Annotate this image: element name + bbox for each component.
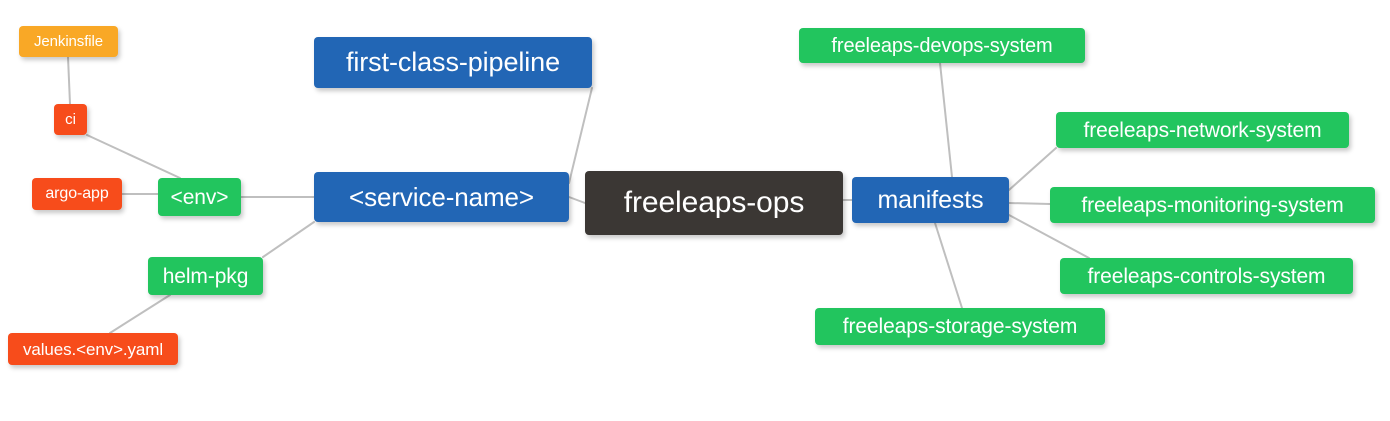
mindmap-edge [262, 221, 315, 258]
mindmap-node-freeleaps-monitoring-system[interactable]: freeleaps-monitoring-system [1050, 187, 1375, 223]
mindmap-node-freeleaps-devops-system[interactable]: freeleaps-devops-system [799, 28, 1085, 63]
mindmap-node-label: <env> [170, 185, 229, 209]
mindmap-node-first-class-pipeline[interactable]: first-class-pipeline [314, 37, 592, 88]
mindmap-edge [109, 294, 171, 334]
mindmap-node-ci[interactable]: ci [54, 104, 87, 135]
mindmap-node-freeleaps-ops[interactable]: freeleaps-ops [585, 171, 843, 235]
mindmap-edge [568, 87, 593, 184]
mindmap-node-label: first-class-pipeline [345, 47, 561, 77]
mindmap-node-helm-pkg[interactable]: helm-pkg [148, 257, 263, 295]
mindmap-node-label: argo-app [45, 185, 109, 202]
mindmap-edge [67, 56, 71, 105]
mindmap-node-label: freeleaps-monitoring-system [1081, 193, 1344, 217]
mindmap-edge [939, 62, 953, 178]
mindmap-node-values-env-yaml[interactable]: values.<env>.yaml [8, 333, 178, 365]
mindmap-node-argo-app[interactable]: argo-app [32, 178, 122, 210]
mindmap-edge [934, 222, 963, 309]
mindmap-edge [1008, 147, 1057, 191]
mindmap-node-service-name[interactable]: <service-name> [314, 172, 569, 222]
mindmap-node-label: ci [65, 111, 76, 128]
mindmap-node-label: helm-pkg [162, 264, 249, 288]
mindmap-node-label: values.<env>.yaml [22, 339, 164, 359]
mindmap-node-label: <service-name> [348, 182, 535, 212]
mindmap-node-label: freeleaps-devops-system [831, 34, 1053, 57]
mindmap-node-freeleaps-network-system[interactable]: freeleaps-network-system [1056, 112, 1349, 148]
mindmap-edge [1008, 202, 1051, 205]
mindmap-node-label: manifests [877, 185, 984, 214]
mindmap-node-freeleaps-storage-system[interactable]: freeleaps-storage-system [815, 308, 1105, 345]
mindmap-edge [568, 196, 586, 204]
mindmap-node-label: freeleaps-ops [623, 186, 805, 219]
mindmap-node-freeleaps-controls-system[interactable]: freeleaps-controls-system [1060, 258, 1353, 294]
mindmap-node-env[interactable]: <env> [158, 178, 241, 216]
mindmap-node-label: freeleaps-storage-system [842, 315, 1078, 338]
mindmap-node-label: Jenkinsfile [34, 33, 103, 50]
mindmap-node-label: freeleaps-controls-system [1087, 264, 1326, 288]
mindmap-edge [86, 134, 181, 179]
mindmap-node-manifests[interactable]: manifests [852, 177, 1009, 223]
mindmap-node-label: freeleaps-network-system [1083, 118, 1322, 142]
mindmap-node-jenkinsfile[interactable]: Jenkinsfile [19, 26, 118, 57]
